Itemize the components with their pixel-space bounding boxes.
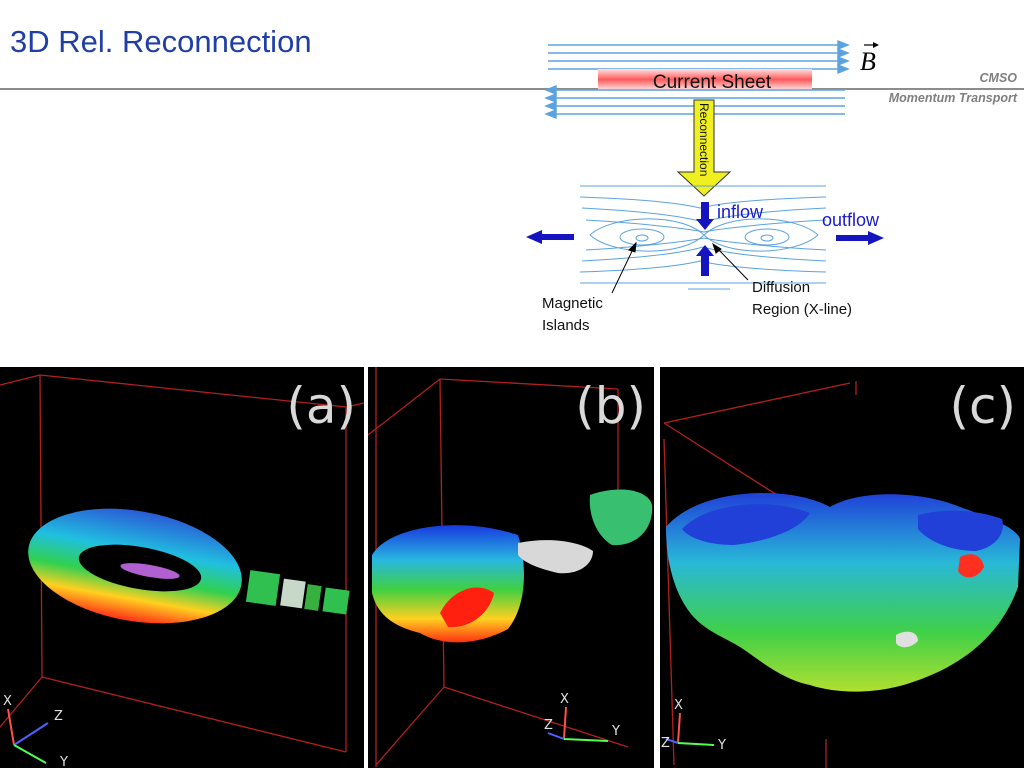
panel-label-c: (c) bbox=[949, 377, 1016, 435]
current-sheet-label: Current Sheet bbox=[653, 72, 772, 93]
current-sheet-ring bbox=[28, 508, 242, 624]
axis-label-b-1: X bbox=[560, 692, 569, 707]
outflow-fragments bbox=[245, 570, 350, 615]
field-vector-symbol: B bbox=[860, 42, 879, 76]
panel-label-a: (a) bbox=[286, 377, 356, 435]
field-symbol: B bbox=[860, 47, 876, 76]
org-label: CMSO bbox=[979, 71, 1018, 85]
outflow-label: outflow bbox=[822, 210, 880, 230]
axes-triad-b: Z X Y bbox=[544, 692, 620, 742]
axis-label-b-0: Z bbox=[544, 718, 553, 733]
axis-label-c-0: Z bbox=[661, 736, 670, 751]
diffusion-label-line1: Diffusion bbox=[752, 279, 810, 296]
topic-label: Momentum Transport bbox=[888, 91, 1017, 105]
axis-label-c-2: Y bbox=[717, 738, 726, 753]
diffusion-label-line2: Region (X-line) bbox=[752, 301, 852, 318]
inflow-label: inflow bbox=[717, 202, 764, 222]
islands-label-line1: Magnetic bbox=[542, 295, 603, 312]
inflow-arrows bbox=[696, 202, 714, 276]
title-divider bbox=[0, 88, 1024, 90]
current-sheet-band bbox=[598, 69, 812, 90]
reconnection-label: Reconnection bbox=[697, 103, 711, 176]
simulation-render-c: Z X Y bbox=[661, 381, 1020, 768]
slide-title: 3D Rel. Reconnection bbox=[10, 24, 312, 59]
simulation-render-b: Z X Y bbox=[368, 367, 653, 767]
axis-label-c-1: X bbox=[674, 698, 683, 713]
simulation-panel-b: Z X Y (b) bbox=[368, 367, 654, 768]
axis-label-a-1: Z bbox=[54, 709, 63, 724]
axis-label-a-2: Y bbox=[59, 755, 68, 768]
panel-label-b: (b) bbox=[575, 377, 646, 435]
turbulent-structure bbox=[666, 493, 1020, 692]
reconnection-schematic: Current Sheet B Reconnection inflow bbox=[526, 39, 884, 334]
bounding-box bbox=[0, 374, 364, 753]
axis-label-b-2: Y bbox=[611, 724, 620, 739]
annotation-pointers bbox=[611, 241, 749, 294]
simulation-panel-a: X Z Y (a) bbox=[0, 367, 364, 768]
simulation-panel-c: Z X Y (c) bbox=[660, 367, 1024, 768]
axis-label-a-0: X bbox=[3, 694, 12, 709]
axes-triad-c: Z X Y bbox=[661, 698, 726, 753]
outflow-arrows bbox=[526, 230, 884, 245]
islands-label-line2: Islands bbox=[542, 317, 590, 334]
upper-field-lines bbox=[548, 39, 850, 75]
simulation-render-a: X Z Y bbox=[0, 374, 364, 768]
axes-triad-a: X Z Y bbox=[3, 694, 68, 768]
plasmoid-structure bbox=[372, 489, 653, 643]
reconnection-arrow bbox=[676, 99, 732, 197]
